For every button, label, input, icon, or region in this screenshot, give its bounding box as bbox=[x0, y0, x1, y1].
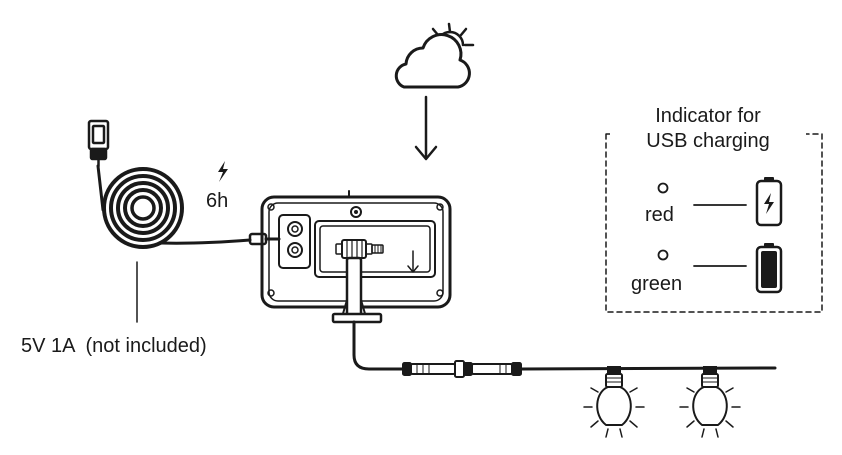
stand bbox=[331, 256, 383, 324]
light-string-cable bbox=[352, 320, 777, 371]
extension-connector bbox=[402, 360, 522, 378]
cloud-sun-icon bbox=[394, 22, 475, 89]
indicator-red-label: red bbox=[645, 204, 674, 226]
indicator-title-line1: Indicator for bbox=[655, 105, 761, 127]
battery-full-icon bbox=[755, 243, 783, 294]
battery-charging-icon bbox=[755, 177, 783, 227]
arrow-down-icon bbox=[414, 95, 438, 161]
indicator-row-red bbox=[657, 177, 783, 227]
usb-connector bbox=[248, 232, 281, 246]
indicator-row-green bbox=[657, 243, 783, 294]
light-bulb-icon bbox=[679, 366, 741, 438]
red-led-dot bbox=[657, 182, 669, 194]
indicator-title-line2: USB charging bbox=[646, 130, 770, 152]
usb-plug-icon bbox=[87, 119, 110, 168]
light-bulb-icon bbox=[583, 366, 645, 438]
indicator-green-label: green bbox=[631, 273, 683, 295]
lightning-icon bbox=[218, 161, 228, 182]
charge-time-label: 6h bbox=[206, 190, 229, 212]
green-led-dot bbox=[657, 249, 669, 261]
coiled-cable bbox=[96, 164, 252, 249]
adapter-spec-label: 5V 1A (not included) bbox=[21, 335, 207, 357]
indicator-title: Indicator for USB charging bbox=[610, 104, 806, 154]
